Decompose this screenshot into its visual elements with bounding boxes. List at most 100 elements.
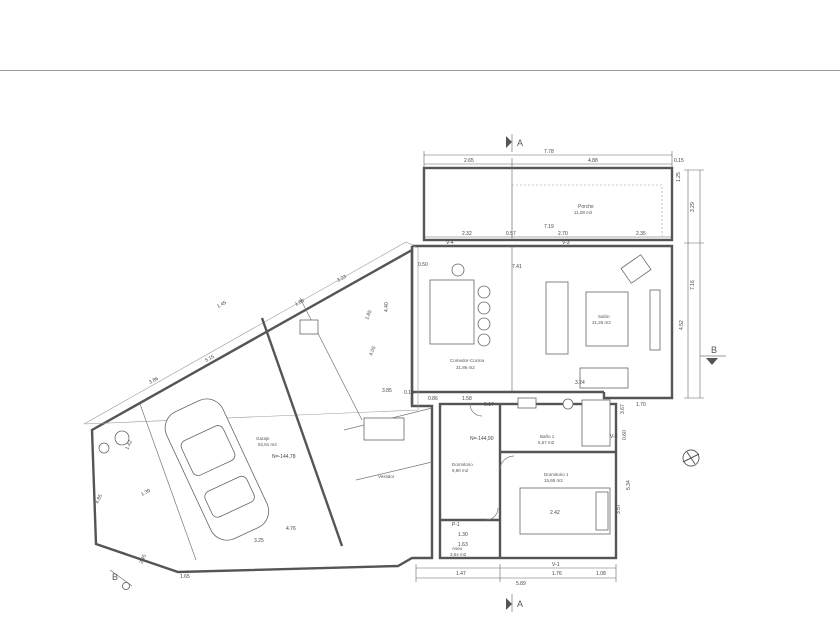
dimension-label: 0.60 xyxy=(622,430,628,440)
dimension-label: 4.76 xyxy=(286,526,296,532)
washbasin xyxy=(517,397,537,409)
dimension-label: 1.42 xyxy=(124,439,134,451)
door-swing xyxy=(499,455,515,471)
dimension-label: 3.67 xyxy=(620,404,626,414)
dimension-label: 1.70 xyxy=(636,402,646,408)
car xyxy=(164,398,270,541)
dimension-label: 1.45 xyxy=(216,300,228,310)
sideboard xyxy=(579,367,629,389)
dimension-label: 5.34 xyxy=(626,480,632,490)
living-block: V-4 V-3 7.41 Comedor-Cocina 31,86 m2 Sal… xyxy=(410,240,674,408)
chair xyxy=(451,263,465,277)
section-label-b: B xyxy=(711,345,717,355)
dimension-label: 3.25 xyxy=(254,538,264,544)
toilet xyxy=(562,398,574,410)
bedroom-wing: Baño 1 5,57 m2 N=-144,90 Dormitorio 1 15… xyxy=(438,397,618,568)
dimension-label: 2.32 xyxy=(462,231,472,237)
dimension-label: 0.57 xyxy=(506,231,516,237)
room-name-aseo: Aseo xyxy=(452,546,463,551)
dimension-label: 4.85 xyxy=(94,493,104,505)
top-dimensions: 7.78 0.15 2.65 4.88 2.32 0.57 2.70 2.35 … xyxy=(423,149,684,238)
room-area-dormitorio: 8,90 m2 xyxy=(452,468,469,473)
dimension-label: 7.41 xyxy=(512,264,522,270)
dimension-label: 0.15 xyxy=(404,390,414,396)
section-label-a: A xyxy=(517,138,523,148)
dimension-label: 4.52 xyxy=(679,320,685,330)
shower-tray xyxy=(581,399,611,447)
door-swing xyxy=(469,403,483,417)
dimension-label: 1.25 xyxy=(676,172,682,182)
room-name-dormitorio: Dormitorio xyxy=(452,462,473,467)
room-name-dormitorio1: Dormitorio 1 xyxy=(544,472,569,477)
room-area-salon: 31,26 m2 xyxy=(592,320,611,325)
section-label-a: A xyxy=(517,599,523,609)
room-area-aseo: 3,64 m2 xyxy=(450,552,467,557)
chair xyxy=(477,301,491,315)
dimension-label: 7.19 xyxy=(544,224,554,230)
dimension-label: 1.30 xyxy=(458,532,468,538)
dimension-label: 0.15 xyxy=(674,158,684,164)
dimension-label: 1.80 xyxy=(294,298,306,308)
sink-unit xyxy=(299,319,319,335)
chair xyxy=(477,317,491,331)
water-heater xyxy=(114,430,130,446)
north-arrow-icon xyxy=(682,449,700,467)
pillow xyxy=(595,491,609,531)
dining-table xyxy=(429,279,475,345)
dimension-label: 1.08 xyxy=(596,571,606,577)
section-mark-b-right: B xyxy=(700,345,726,365)
chair xyxy=(477,285,491,299)
dimension-label: 7.78 xyxy=(544,149,554,155)
dimension-label: 5.15 xyxy=(204,354,216,364)
dimension-label: 2.35 xyxy=(636,231,646,237)
dimension-label: 3.24 xyxy=(575,380,585,386)
dimension-label: 7.16 xyxy=(690,280,696,290)
dimension-label: 3.57 xyxy=(616,504,622,514)
dimension-label: 1.85 xyxy=(364,309,373,320)
porche: Porche 11,08 m2 xyxy=(422,166,674,242)
dimension-label: 1.47 xyxy=(456,571,466,577)
dimension-label: 1.76 xyxy=(552,571,562,577)
room-name-garaje: Garaje xyxy=(256,436,270,441)
dimension-label: 5.89 xyxy=(516,581,526,587)
dimension-label: 4.88 xyxy=(588,158,598,164)
section-arrow-icon xyxy=(706,358,718,365)
door-swing xyxy=(485,507,499,521)
dimension-label: 3.23 xyxy=(336,274,348,284)
room-area-porche: 11,08 m2 xyxy=(574,210,593,215)
dimension-label: 4.05 xyxy=(368,345,377,356)
tv-unit xyxy=(649,289,661,351)
dimension-label: 1.58 xyxy=(462,396,472,402)
window-mark: V-1 xyxy=(552,562,560,568)
dimension-label: 2.70 xyxy=(558,231,568,237)
room-area-garaje: 62,81 m2 xyxy=(258,442,277,447)
stair-block xyxy=(363,417,405,441)
dimension-label: 2.65 xyxy=(464,158,474,164)
window-mark: V-3 xyxy=(562,240,570,246)
chair xyxy=(477,333,491,347)
section-mark-a-top: A xyxy=(506,134,523,152)
bottom-dimensions: 1.47 1.76 1.08 5.89 1.30 1.63 1.65 3.25 … xyxy=(180,526,617,587)
rug xyxy=(585,291,629,347)
sheet-top-border xyxy=(0,70,840,71)
dimension-label: 4.40 xyxy=(384,302,390,312)
dimension-label: 1.39 xyxy=(140,488,152,498)
room-name-salon: Salón xyxy=(598,314,610,319)
right-dimensions: 1.25 3.29 7.16 4.52 3.67 0.60 5.34 3.57 xyxy=(616,169,704,514)
level-label: N=-144,78 xyxy=(272,454,296,460)
boiler xyxy=(98,442,110,454)
dimension-label: 2.42 xyxy=(550,510,560,516)
section-arrow-icon xyxy=(506,598,512,610)
dimension-label: 1.65 xyxy=(180,574,190,580)
room-name-bano: Baño 1 xyxy=(540,434,555,439)
section-arrow-icon xyxy=(122,582,130,590)
room-area-bano: 5,57 m2 xyxy=(538,440,555,445)
double-bed xyxy=(519,487,611,535)
window-mark: V-2 xyxy=(610,434,618,440)
sofa xyxy=(545,281,569,355)
level-label: N=-144,90 xyxy=(470,436,494,442)
room-area-comedor: 31,86 m2 xyxy=(456,365,475,370)
dimension-label: 0.50 xyxy=(418,262,428,268)
